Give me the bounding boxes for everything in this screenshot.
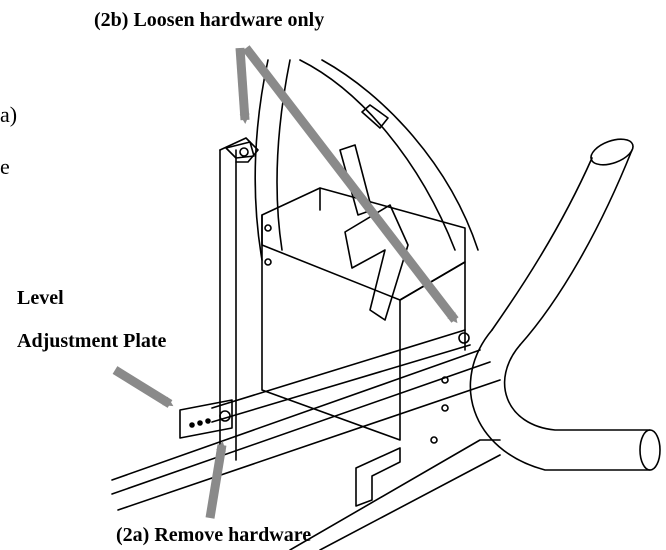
arrow-loosen-left: [235, 47, 250, 124]
arrow-loosen-right: [242, 45, 459, 324]
foot-leveler: [355, 447, 401, 507]
arrow-plate: [112, 366, 174, 408]
level-adjustment-plate: [179, 399, 233, 439]
frame-arch: [254, 59, 479, 261]
right-upright-tube: [469, 138, 661, 471]
callout-arrows: [112, 45, 459, 519]
base-rails: [111, 349, 501, 550]
diagonal-brace: [211, 329, 471, 423]
adjustment-plate-label: Adjustment Plate: [17, 330, 167, 352]
loosen-hardware-label: (2b) Loosen hardware only: [94, 9, 325, 31]
arrow-remove: [205, 441, 227, 519]
cut-off-text-e: e: [0, 154, 10, 179]
remove-hardware-label: (2a) Remove hardware: [116, 524, 312, 546]
motor-housing: [261, 187, 466, 441]
level-label: Level: [17, 287, 64, 309]
cut-off-text-a: a): [0, 102, 18, 127]
